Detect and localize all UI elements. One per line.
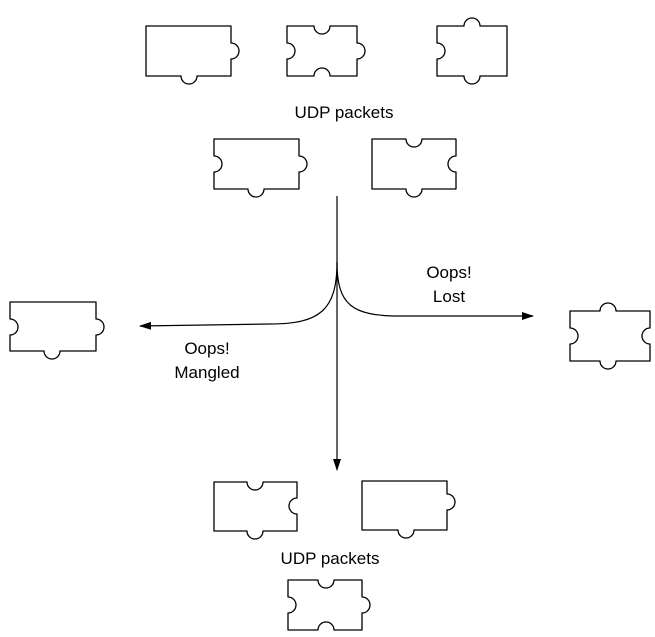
flow-curve-right — [336, 261, 534, 320]
mangled-label-line1: Oops! — [184, 339, 229, 358]
packet-second-left — [213, 138, 308, 198]
flow-curve-left — [139, 261, 338, 330]
lost-label-line1: Oops! — [426, 263, 471, 282]
packet-lost — [569, 302, 651, 370]
packet-bottom-right — [361, 480, 456, 539]
packet-bottom-center — [287, 579, 371, 631]
mangled-label-line2: Mangled — [174, 363, 239, 382]
packet-bottom-left — [213, 481, 298, 540]
packet-second-right — [371, 138, 457, 198]
packet-top-left — [145, 25, 240, 85]
udp-packets-top-label: UDP packets — [295, 103, 394, 122]
packet-top-right — [436, 17, 508, 85]
packet-top-middle — [286, 25, 366, 77]
udp-packets-bottom-label: UDP packets — [281, 549, 380, 568]
lost-label-line2: Lost — [433, 287, 465, 306]
packet-mangled — [9, 301, 105, 360]
